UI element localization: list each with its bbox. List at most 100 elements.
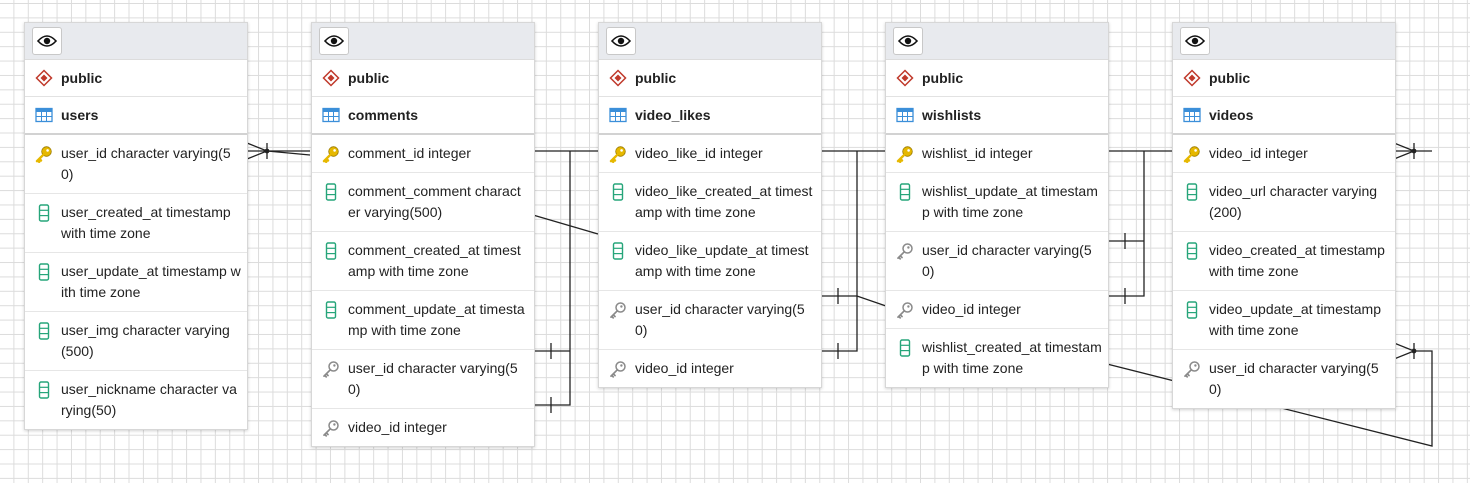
table-toolbar — [886, 23, 1108, 60]
eye-icon[interactable] — [319, 27, 349, 55]
fk-icon — [322, 419, 340, 437]
column-text: user_img character varying(500) — [61, 322, 230, 359]
column-row[interactable]: wishlist_update_at timestamp with time z… — [886, 173, 1108, 232]
column-icon — [35, 322, 53, 340]
column-row[interactable]: video_like_created_at timestamp with tim… — [599, 173, 821, 232]
column-text: video_id integer — [348, 419, 447, 435]
column-row[interactable]: video_id integer — [886, 291, 1108, 329]
column-row[interactable]: video_created_at timestamp with time zon… — [1173, 232, 1395, 291]
column-row[interactable]: user_img character varying(500) — [25, 312, 247, 371]
column-text: comment_created_at timestamp with time z… — [348, 242, 521, 279]
column-icon — [896, 339, 914, 357]
schema-row: public — [886, 60, 1108, 97]
table-name-row[interactable]: comments — [312, 97, 534, 135]
table-name: wishlists — [922, 107, 982, 123]
column-icon — [322, 242, 340, 260]
column-row[interactable]: video_id integer — [312, 409, 534, 446]
column-row[interactable]: video_id integer — [599, 350, 821, 387]
column-row[interactable]: wishlist_created_at timestamp with time … — [886, 329, 1108, 387]
column-text: user_id character varying(50) — [61, 145, 231, 182]
column-icon — [609, 242, 627, 260]
column-icon — [609, 183, 627, 201]
column-list: wishlist_id integer wishlist_update_at ti… — [886, 135, 1108, 387]
column-text: video_id integer — [635, 360, 734, 376]
table-icon — [896, 106, 914, 124]
column-row[interactable]: video_url character varying(200) — [1173, 173, 1395, 232]
column-row[interactable]: comment_created_at timestamp with time z… — [312, 232, 534, 291]
crowfoot-marker — [1393, 342, 1415, 360]
relation-line — [532, 214, 599, 235]
relation-line — [266, 150, 311, 156]
column-list: comment_id integer comment_comment charac… — [312, 135, 534, 446]
fk-icon — [1183, 360, 1201, 378]
table-icon — [322, 106, 340, 124]
column-icon — [896, 183, 914, 201]
table-users[interactable]: public users user_id character varying(5… — [24, 22, 248, 430]
column-text: video_update_at timestamp with time zone — [1209, 301, 1381, 338]
column-icon — [1183, 183, 1201, 201]
column-text: user_id character varying(50) — [1209, 360, 1379, 397]
schema-icon — [609, 69, 627, 87]
table-name-row[interactable]: videos — [1173, 97, 1395, 135]
column-text: wishlist_created_at timestamp with time … — [922, 339, 1102, 376]
column-row[interactable]: comment_update_at timestamp with time zo… — [312, 291, 534, 350]
column-text: video_like_created_at timestamp with tim… — [635, 183, 813, 220]
column-row[interactable]: comment_comment character varying(500) — [312, 173, 534, 232]
column-text: user_id character varying(50) — [635, 301, 805, 338]
column-icon — [322, 183, 340, 201]
table-name-row[interactable]: wishlists — [886, 97, 1108, 135]
column-text: comment_comment character varying(500) — [348, 183, 521, 220]
column-text: wishlist_update_at timestamp with time z… — [922, 183, 1098, 220]
column-row[interactable]: video_like_id integer — [599, 135, 821, 173]
eye-icon[interactable] — [606, 27, 636, 55]
table-name-row[interactable]: video_likes — [599, 97, 821, 135]
table-name-row[interactable]: users — [25, 97, 247, 135]
eye-icon[interactable] — [32, 27, 62, 55]
schema-label: public — [61, 70, 103, 86]
column-row[interactable]: user_id character varying(50) — [1173, 350, 1395, 408]
column-row[interactable]: user_id character varying(50) — [886, 232, 1108, 291]
fk-icon — [322, 360, 340, 378]
column-icon — [322, 301, 340, 319]
schema-icon — [896, 69, 914, 87]
table-icon — [609, 106, 627, 124]
column-row[interactable]: user_id character varying(50) — [312, 350, 534, 409]
column-row[interactable]: user_nickname character varying(50) — [25, 371, 247, 429]
column-row[interactable]: wishlist_id integer — [886, 135, 1108, 173]
column-row[interactable]: video_like_update_at timestamp with time… — [599, 232, 821, 291]
column-row[interactable]: comment_id integer — [312, 135, 534, 173]
crowfoot-marker — [246, 142, 268, 160]
schema-row: public — [599, 60, 821, 97]
column-row[interactable]: user_created_at timestamp with time zone — [25, 194, 247, 253]
column-text: user_nickname character varying(50) — [61, 381, 237, 418]
column-row[interactable]: user_update_at timestamp with time zone — [25, 253, 247, 312]
table-videos[interactable]: public videos video_id integer video_url … — [1172, 22, 1396, 409]
column-list: video_id integer video_url character vary… — [1173, 135, 1395, 408]
column-text: video_url character varying(200) — [1209, 183, 1378, 220]
relation-line — [1107, 151, 1145, 297]
column-text: video_created_at timestamp with time zon… — [1209, 242, 1385, 279]
fk-icon — [609, 301, 627, 319]
column-text: user_created_at timestamp with time zone — [61, 204, 231, 241]
column-row[interactable]: user_id character varying(50) — [25, 135, 247, 194]
table-name: comments — [348, 107, 419, 123]
column-row[interactable]: video_update_at timestamp with time zone — [1173, 291, 1395, 350]
schema-label: public — [922, 70, 964, 86]
table-toolbar — [25, 23, 247, 60]
column-text: wishlist_id integer — [922, 145, 1033, 161]
column-text: user_id character varying(50) — [922, 242, 1092, 279]
table-toolbar — [1173, 23, 1395, 60]
pk-icon — [1183, 145, 1201, 163]
eye-icon[interactable] — [893, 27, 923, 55]
table-video-likes[interactable]: public video_likes video_like_id integer… — [598, 22, 822, 388]
column-row[interactable]: video_id integer — [1173, 135, 1395, 173]
relation-line — [820, 295, 887, 307]
column-text: video_like_id integer — [635, 145, 763, 161]
column-row[interactable]: user_id character varying(50) — [599, 291, 821, 350]
schema-label: public — [1209, 70, 1251, 86]
eye-icon[interactable] — [1180, 27, 1210, 55]
column-text: video_id integer — [1209, 145, 1308, 161]
column-text: user_id character varying(50) — [348, 360, 518, 397]
